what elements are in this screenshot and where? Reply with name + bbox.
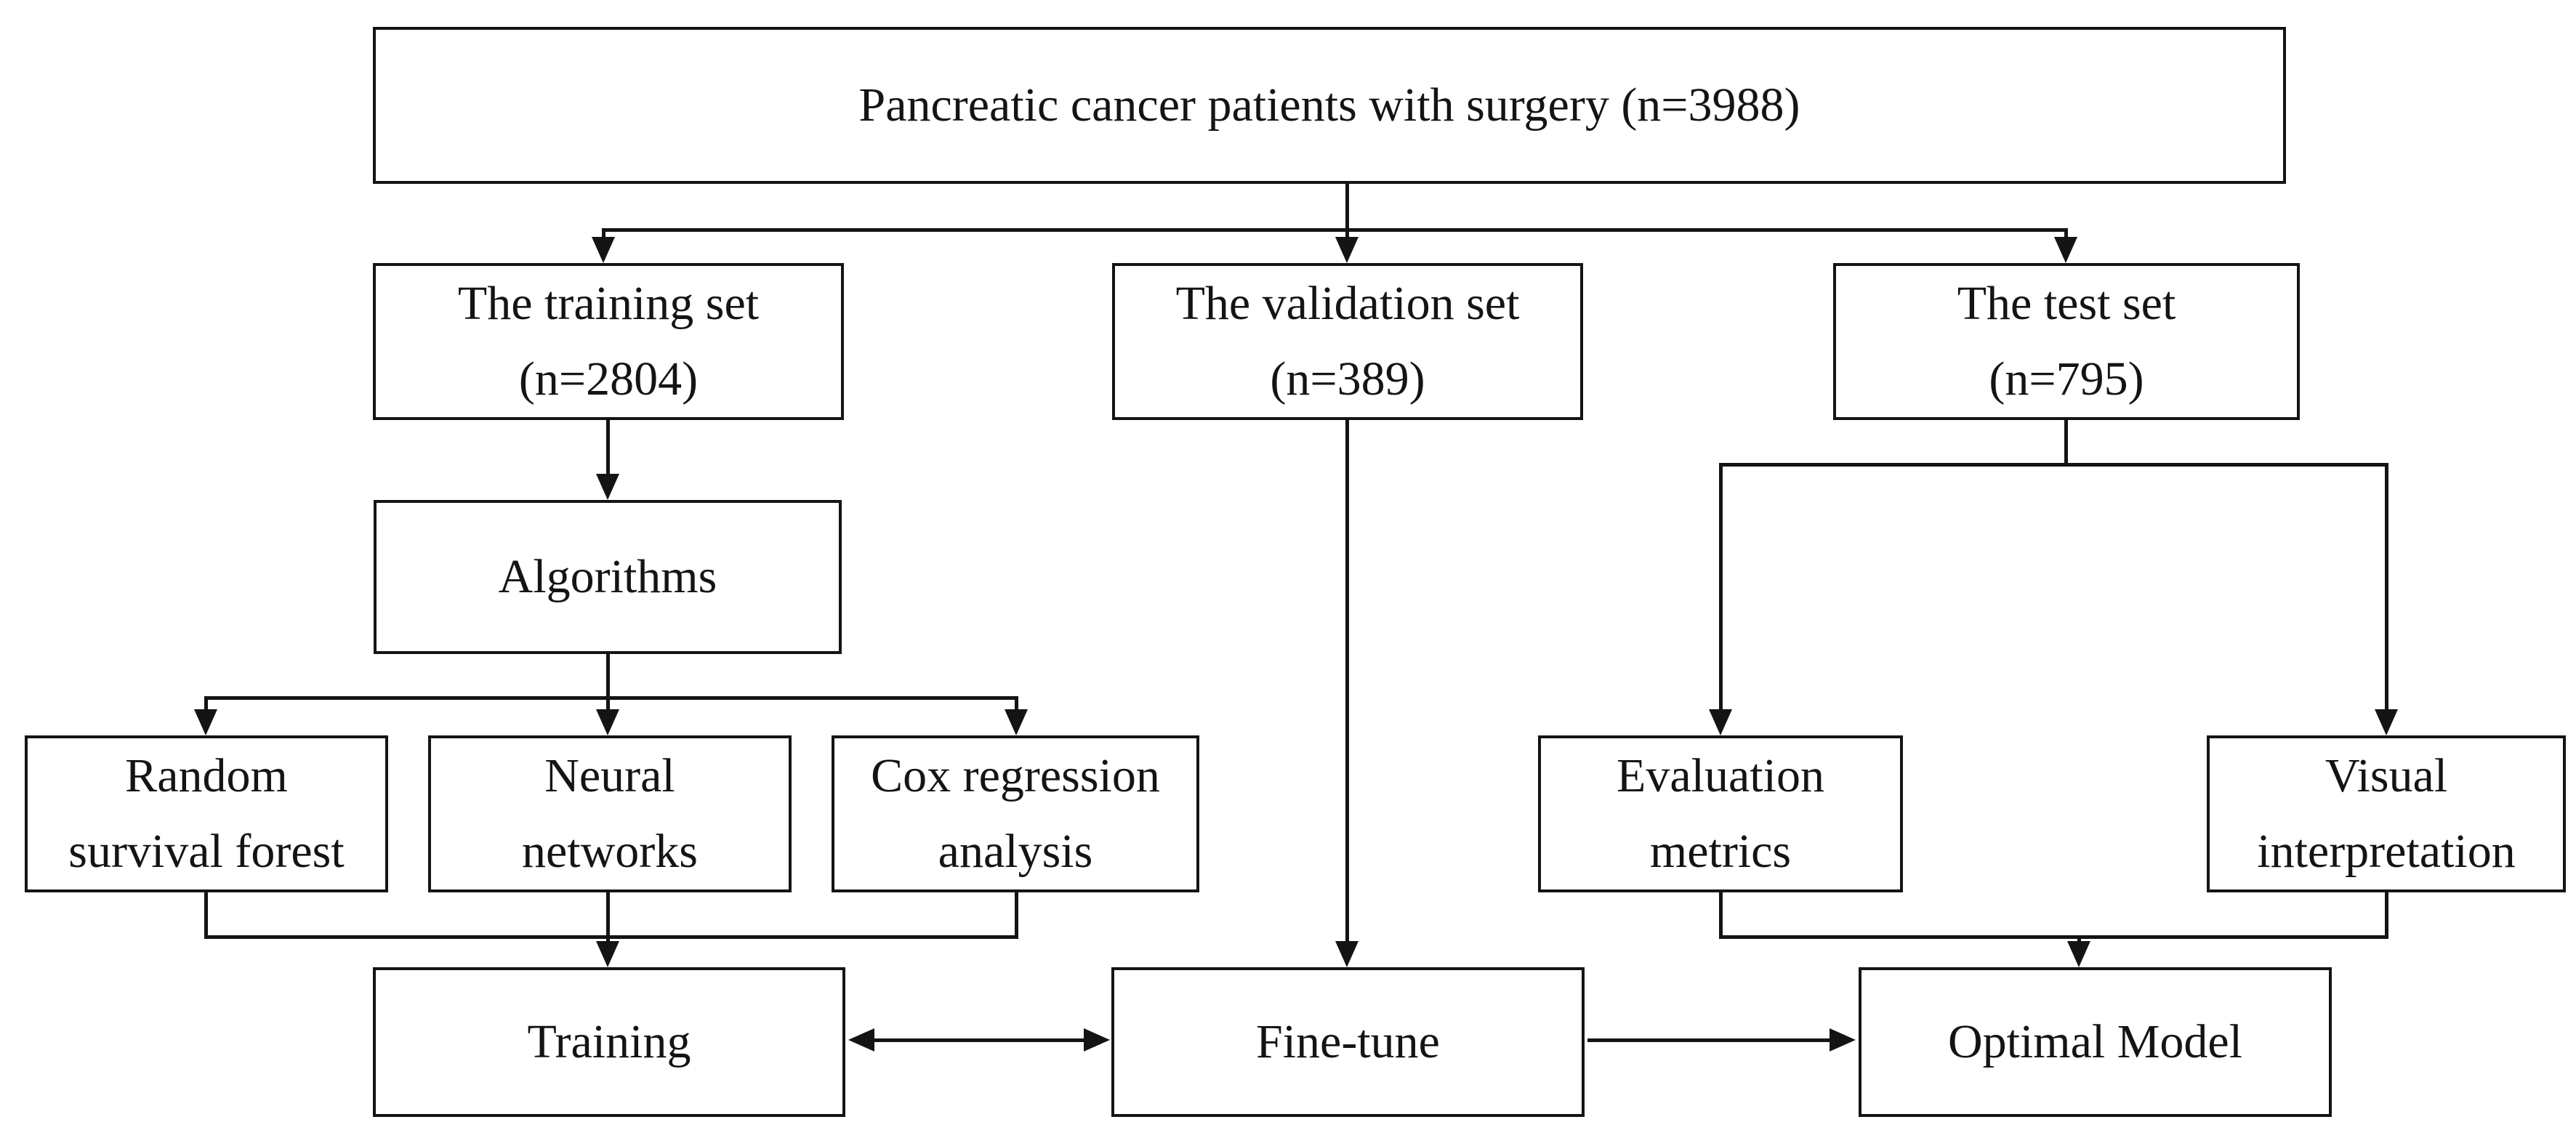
node-training: Training (373, 967, 845, 1117)
arrowhead-into-fine-tune (1335, 941, 1359, 967)
node-optimal-model-label: Optimal Model (1947, 1014, 2243, 1068)
node-validation-set-label: The validation set (n=389) (1175, 276, 1520, 405)
arrowhead-into-evaluation-metrics (1709, 709, 1732, 735)
arrowhead-into-visual-interpretation (2375, 709, 2398, 735)
node-neural-networks: Neural networks (428, 735, 792, 892)
connector-visual-down (2385, 891, 2388, 937)
arrowhead-toward-optimal-model (1830, 1028, 1856, 1052)
arrowhead-into-optimal-model (2067, 941, 2090, 967)
connector-fine-tune-optimal-shaft (1587, 1038, 1830, 1042)
connector-to-nn-stem (606, 696, 610, 712)
connector-patients-stem (1345, 182, 1349, 243)
connector-nn-to-training (606, 891, 610, 943)
node-training-set: The training set (n=2804) (373, 263, 844, 420)
node-training-set-label: The training set (n=2804) (457, 276, 760, 405)
connector-to-training-set-stem (602, 228, 605, 243)
connector-evaluation-down (1719, 891, 1723, 937)
arrowhead-into-validation-set (1335, 237, 1359, 263)
node-patients-label: Pancreatic cancer patients with surgery … (858, 78, 1800, 132)
node-visual-interpretation-label: Visual interpretation (2257, 748, 2516, 878)
connector-test-set-stem (2064, 419, 2068, 465)
node-test-set: The test set (n=795) (1833, 263, 2300, 420)
connector-to-cox-stem (1015, 696, 1018, 712)
connector-algorithms-stem (606, 653, 610, 699)
arrowhead-into-training (596, 941, 619, 967)
arrowhead-toward-training (848, 1028, 874, 1052)
node-visual-interpretation: Visual interpretation (2207, 735, 2566, 892)
node-random-survival-forest-label: Random survival forest (68, 748, 345, 878)
connector-to-test-set-stem (2064, 228, 2068, 243)
node-test-set-label: The test set (n=795) (1957, 276, 2176, 405)
arrowhead-into-training-set (592, 237, 615, 263)
node-optimal-model: Optimal Model (1859, 967, 2332, 1117)
connector-test-merge-hline (1719, 935, 2388, 939)
node-fine-tune-label: Fine-tune (1256, 1014, 1440, 1068)
node-evaluation-metrics: Evaluation metrics (1538, 735, 1903, 892)
connector-cox-down (1015, 891, 1018, 937)
connector-validation-to-fine-tune (1345, 419, 1349, 943)
node-cox-regression-label: Cox regression analysis (871, 748, 1160, 878)
node-patients: Pancreatic cancer patients with surgery … (373, 27, 2286, 184)
node-random-survival-forest: Random survival forest (25, 735, 388, 892)
node-evaluation-metrics-label: Evaluation metrics (1617, 748, 1824, 878)
connector-methods-hline (204, 696, 1018, 700)
arrowhead-into-nn (596, 709, 619, 735)
node-neural-networks-label: Neural networks (522, 748, 698, 878)
node-algorithms-label: Algorithms (498, 549, 717, 603)
node-fine-tune: Fine-tune (1111, 967, 1585, 1117)
connector-to-visual-stem (2385, 463, 2388, 711)
arrowhead-into-rsf (194, 709, 217, 735)
node-validation-set: The validation set (n=389) (1112, 263, 1583, 420)
connector-merge-to-optimal-stem (2077, 935, 2081, 943)
node-training-label: Training (527, 1014, 691, 1068)
arrowhead-into-algorithms (596, 474, 619, 500)
connector-test-split-hline (1719, 463, 2388, 467)
connector-rsf-down (204, 891, 208, 937)
arrowhead-into-test-set (2054, 237, 2077, 263)
connector-to-rsf-stem (204, 696, 208, 712)
node-algorithms: Algorithms (374, 500, 842, 654)
arrowhead-into-cox (1005, 709, 1028, 735)
connector-methods-merge-hline (204, 935, 1018, 939)
connector-training-fine-tune-shaft (872, 1038, 1087, 1042)
connector-training-set-to-algorithms (606, 419, 610, 478)
arrowhead-toward-fine-tune (1084, 1028, 1110, 1052)
connector-split-top-hline (602, 228, 2068, 232)
connector-to-evaluation-stem (1719, 463, 1723, 711)
node-cox-regression: Cox regression analysis (832, 735, 1199, 892)
